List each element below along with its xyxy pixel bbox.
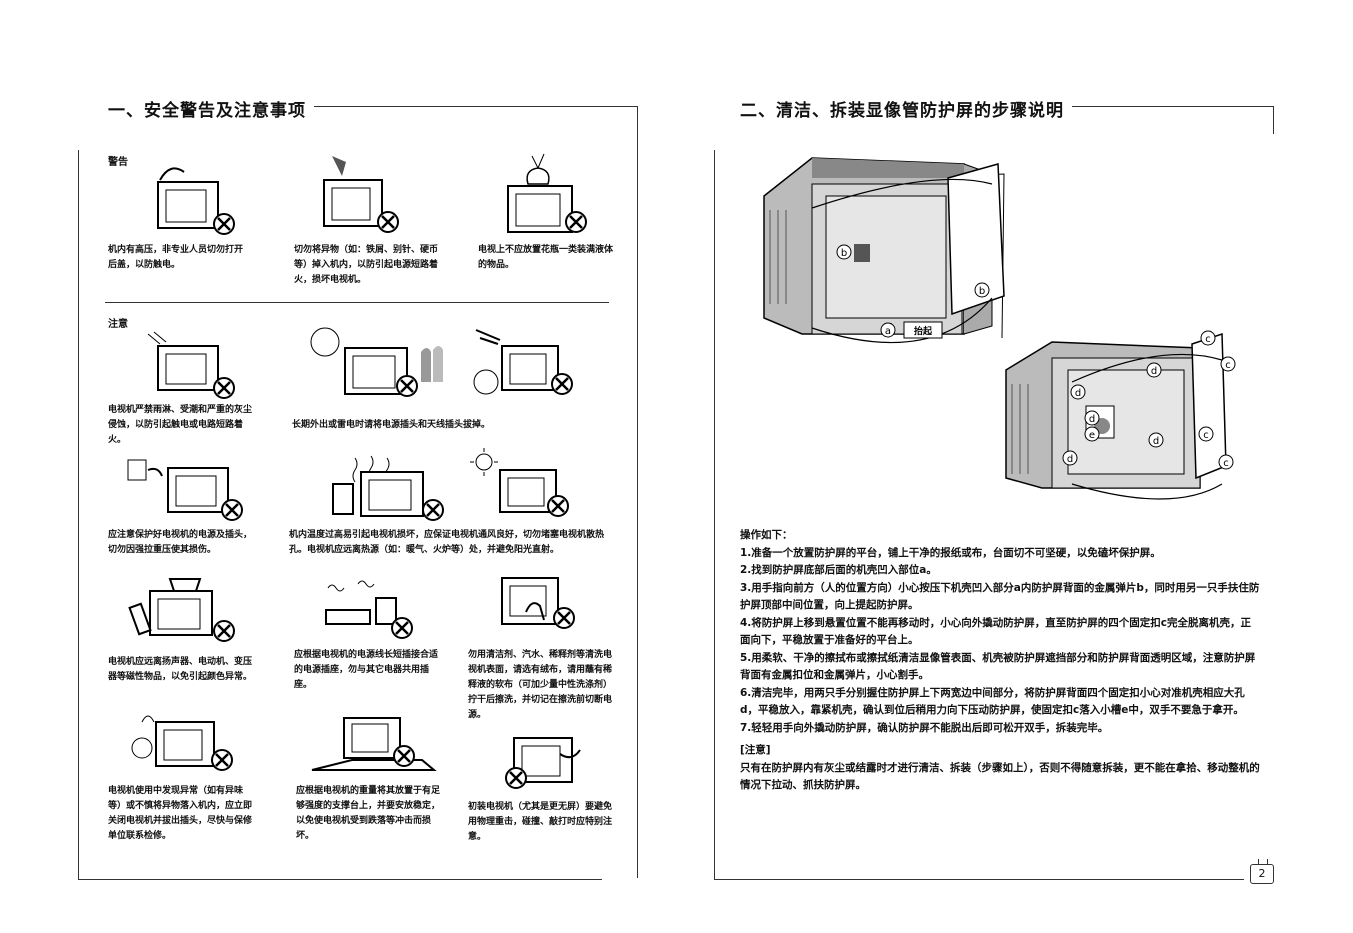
- svg-text:d: d: [1151, 366, 1157, 377]
- label-c-1: c: [1200, 330, 1216, 346]
- svg-text:c: c: [1225, 360, 1231, 371]
- svg-text:d: d: [1089, 414, 1095, 425]
- svg-text:c: c: [1205, 334, 1211, 345]
- step-1: 1.准备一个放置防护屏的平台，铺上干净的报纸或布，台面切不可坚硬，以免磕坏保护屏…: [740, 546, 1161, 559]
- right-left-border: [714, 150, 715, 880]
- label-c-4: c: [1218, 454, 1234, 470]
- caution-illustration-2: [305, 322, 445, 404]
- caution-illustration-1: [140, 330, 240, 402]
- warning-illustration-2: [310, 152, 410, 240]
- label-d-2: d: [1070, 384, 1086, 400]
- caution-illustration-9: [496, 572, 580, 642]
- svg-text:b: b: [841, 248, 847, 259]
- caution-illustration-5: [325, 450, 453, 526]
- note-title: [注意]: [740, 744, 771, 756]
- warning-illustration-3: [498, 152, 598, 240]
- right-right-border: [1273, 106, 1274, 134]
- svg-text:d: d: [1075, 388, 1081, 399]
- caution-illustration-3: [466, 322, 578, 406]
- lift-label: 抬起: [914, 325, 933, 337]
- right-section-title: 二、清洁、拆装显像管防护屏的步骤说明: [740, 101, 1064, 121]
- warning-label: 警告: [108, 157, 128, 168]
- step-2: 2.找到防护屏底部后面的机壳凹入部位a。: [740, 564, 937, 576]
- caution-caption-8: 电视机使用中发现异常（如有异味等）或不慎将异物落入机内，应立即关闭电视机并拔出插…: [108, 786, 253, 841]
- caution-illustration-4: [118, 452, 248, 524]
- label-d-5: d: [1062, 450, 1078, 466]
- left-title-rule: [314, 106, 638, 107]
- left-right-border: [637, 106, 638, 878]
- label-b-1: b: [836, 244, 852, 260]
- warning-caption-2: 切勿将异物（如：铁屑、别针、硬币等）掉入机内，以防引起电源短路着火，损坏电视机。: [294, 245, 439, 285]
- ops-title: 操作如下：: [740, 529, 793, 541]
- label-d-3: d: [1084, 410, 1100, 426]
- warning-caution-divider: [105, 302, 609, 303]
- svg-text:d: d: [1153, 436, 1159, 447]
- caution-illustration-10: [122, 708, 242, 778]
- caution-caption-6: 应根据电视机的电源线长短插接合适的电源插座，勿与其它电器共用插座。: [294, 650, 439, 690]
- operation-instructions: 操作如下： 1.准备一个放置防护屏的平台，铺上干净的报纸或布，台面切不可坚硬，以…: [740, 527, 1260, 795]
- left-section-title: 一、安全警告及注意事项: [108, 101, 306, 121]
- warning-illustration-1: [140, 158, 240, 240]
- label-d-4: d: [1148, 432, 1164, 448]
- caution-caption-10: 初装电视机（尤其是更无屏）要避免用物理重击，碰撞、敲打时应特别注意。: [468, 802, 613, 842]
- label-d-1: d: [1146, 362, 1162, 378]
- caution-illustration-11: [308, 712, 440, 782]
- svg-text:c: c: [1203, 430, 1209, 441]
- caution-caption-7: 勿用清洁剂、汽水、稀释剂等清洗电视机表面，请选有绒布，请用蘸有稀释液的软布（可加…: [468, 650, 613, 720]
- step-3: 3.用手指向前方（人的位置方向）小心按压下机壳凹入部分a内防护屏背面的金属弹片b…: [740, 581, 1260, 612]
- warning-caption-3: 电视上不应放置花瓶一类装满液体的物品。: [478, 245, 614, 270]
- caution-caption-1: 电视机严禁雨淋、受潮和严重的灰尘侵蚀，以防引起触电或电路短路着火。: [108, 405, 253, 445]
- right-bottom-rule: [714, 879, 1244, 880]
- step-7: 7.轻轻用手向外撬动防护屏，确认防护屏不能脱出后即可松开双手，拆装完毕。: [740, 721, 1109, 734]
- caution-caption-3: 应注意保护好电视机的电源及插头，切勿因强拉重压使其损伤。: [108, 530, 253, 555]
- caution-caption-4: 机内温度过高易引起电视机损坏，应保证电视机通风良好，切勿堵塞电视机散热孔。电视机…: [289, 530, 605, 555]
- label-a-1: a: [880, 322, 896, 338]
- note-text: 只有在防护屏内有灰尘或结露时才进行清洁、拆装（步骤如上），否则不得随意拆装，更不…: [740, 761, 1260, 792]
- left-bottom-rule: [78, 879, 602, 880]
- caution-caption-5: 电视机应远离扬声器、电动机、变压器等磁性物品，以免引起颜色异常。: [108, 657, 253, 682]
- label-b-2: b: [974, 282, 990, 298]
- caution-label: 注意: [108, 319, 128, 330]
- svg-text:d: d: [1067, 454, 1073, 465]
- svg-text:e: e: [1089, 430, 1095, 441]
- left-left-border: [78, 150, 79, 880]
- caution-caption-2: 长期外出或雷电时请将电源插头和天线插头拔掉。: [292, 420, 491, 430]
- caution-illustration-7: [120, 575, 244, 649]
- label-e-1: e: [1084, 426, 1100, 442]
- step-4: 4.将防护屏上移到悬置位置不能再移动时，小心向外撬动防护屏，直至防护屏的四个固定…: [740, 616, 1252, 647]
- caution-illustration-8: [318, 576, 418, 644]
- step-6: 6.清洁完毕，用两只手分别握住防护屏上下两宽边中间部分，将防护屏背面四个固定扣小…: [740, 686, 1245, 717]
- svg-text:c: c: [1223, 458, 1229, 469]
- label-c-3: c: [1198, 426, 1214, 442]
- label-c-2: c: [1220, 356, 1236, 372]
- svg-text:a: a: [885, 326, 891, 337]
- svg-text:b: b: [979, 286, 985, 297]
- caution-illustration-6: [466, 448, 578, 524]
- step-5: 5.用柔软、干净的擦拭布或擦拭纸清洁显像管表面、机壳被防护屏遮挡部分和防护屏背面…: [740, 651, 1256, 682]
- page-number: 2: [1250, 864, 1274, 884]
- right-title-rule: [1072, 106, 1274, 107]
- warning-caption-1: 机内有高压，非专业人员切勿打开后盖，以防触电。: [108, 245, 244, 270]
- screen-removal-diagram: b a b 抬起 c c d d d d e c c d: [752, 148, 1262, 522]
- caution-caption-9: 应根据电视机的重量将其放置于有足够强度的支撑台上，并要安放稳定，以免使电视机受到…: [296, 786, 441, 841]
- caution-illustration-12: [500, 732, 592, 796]
